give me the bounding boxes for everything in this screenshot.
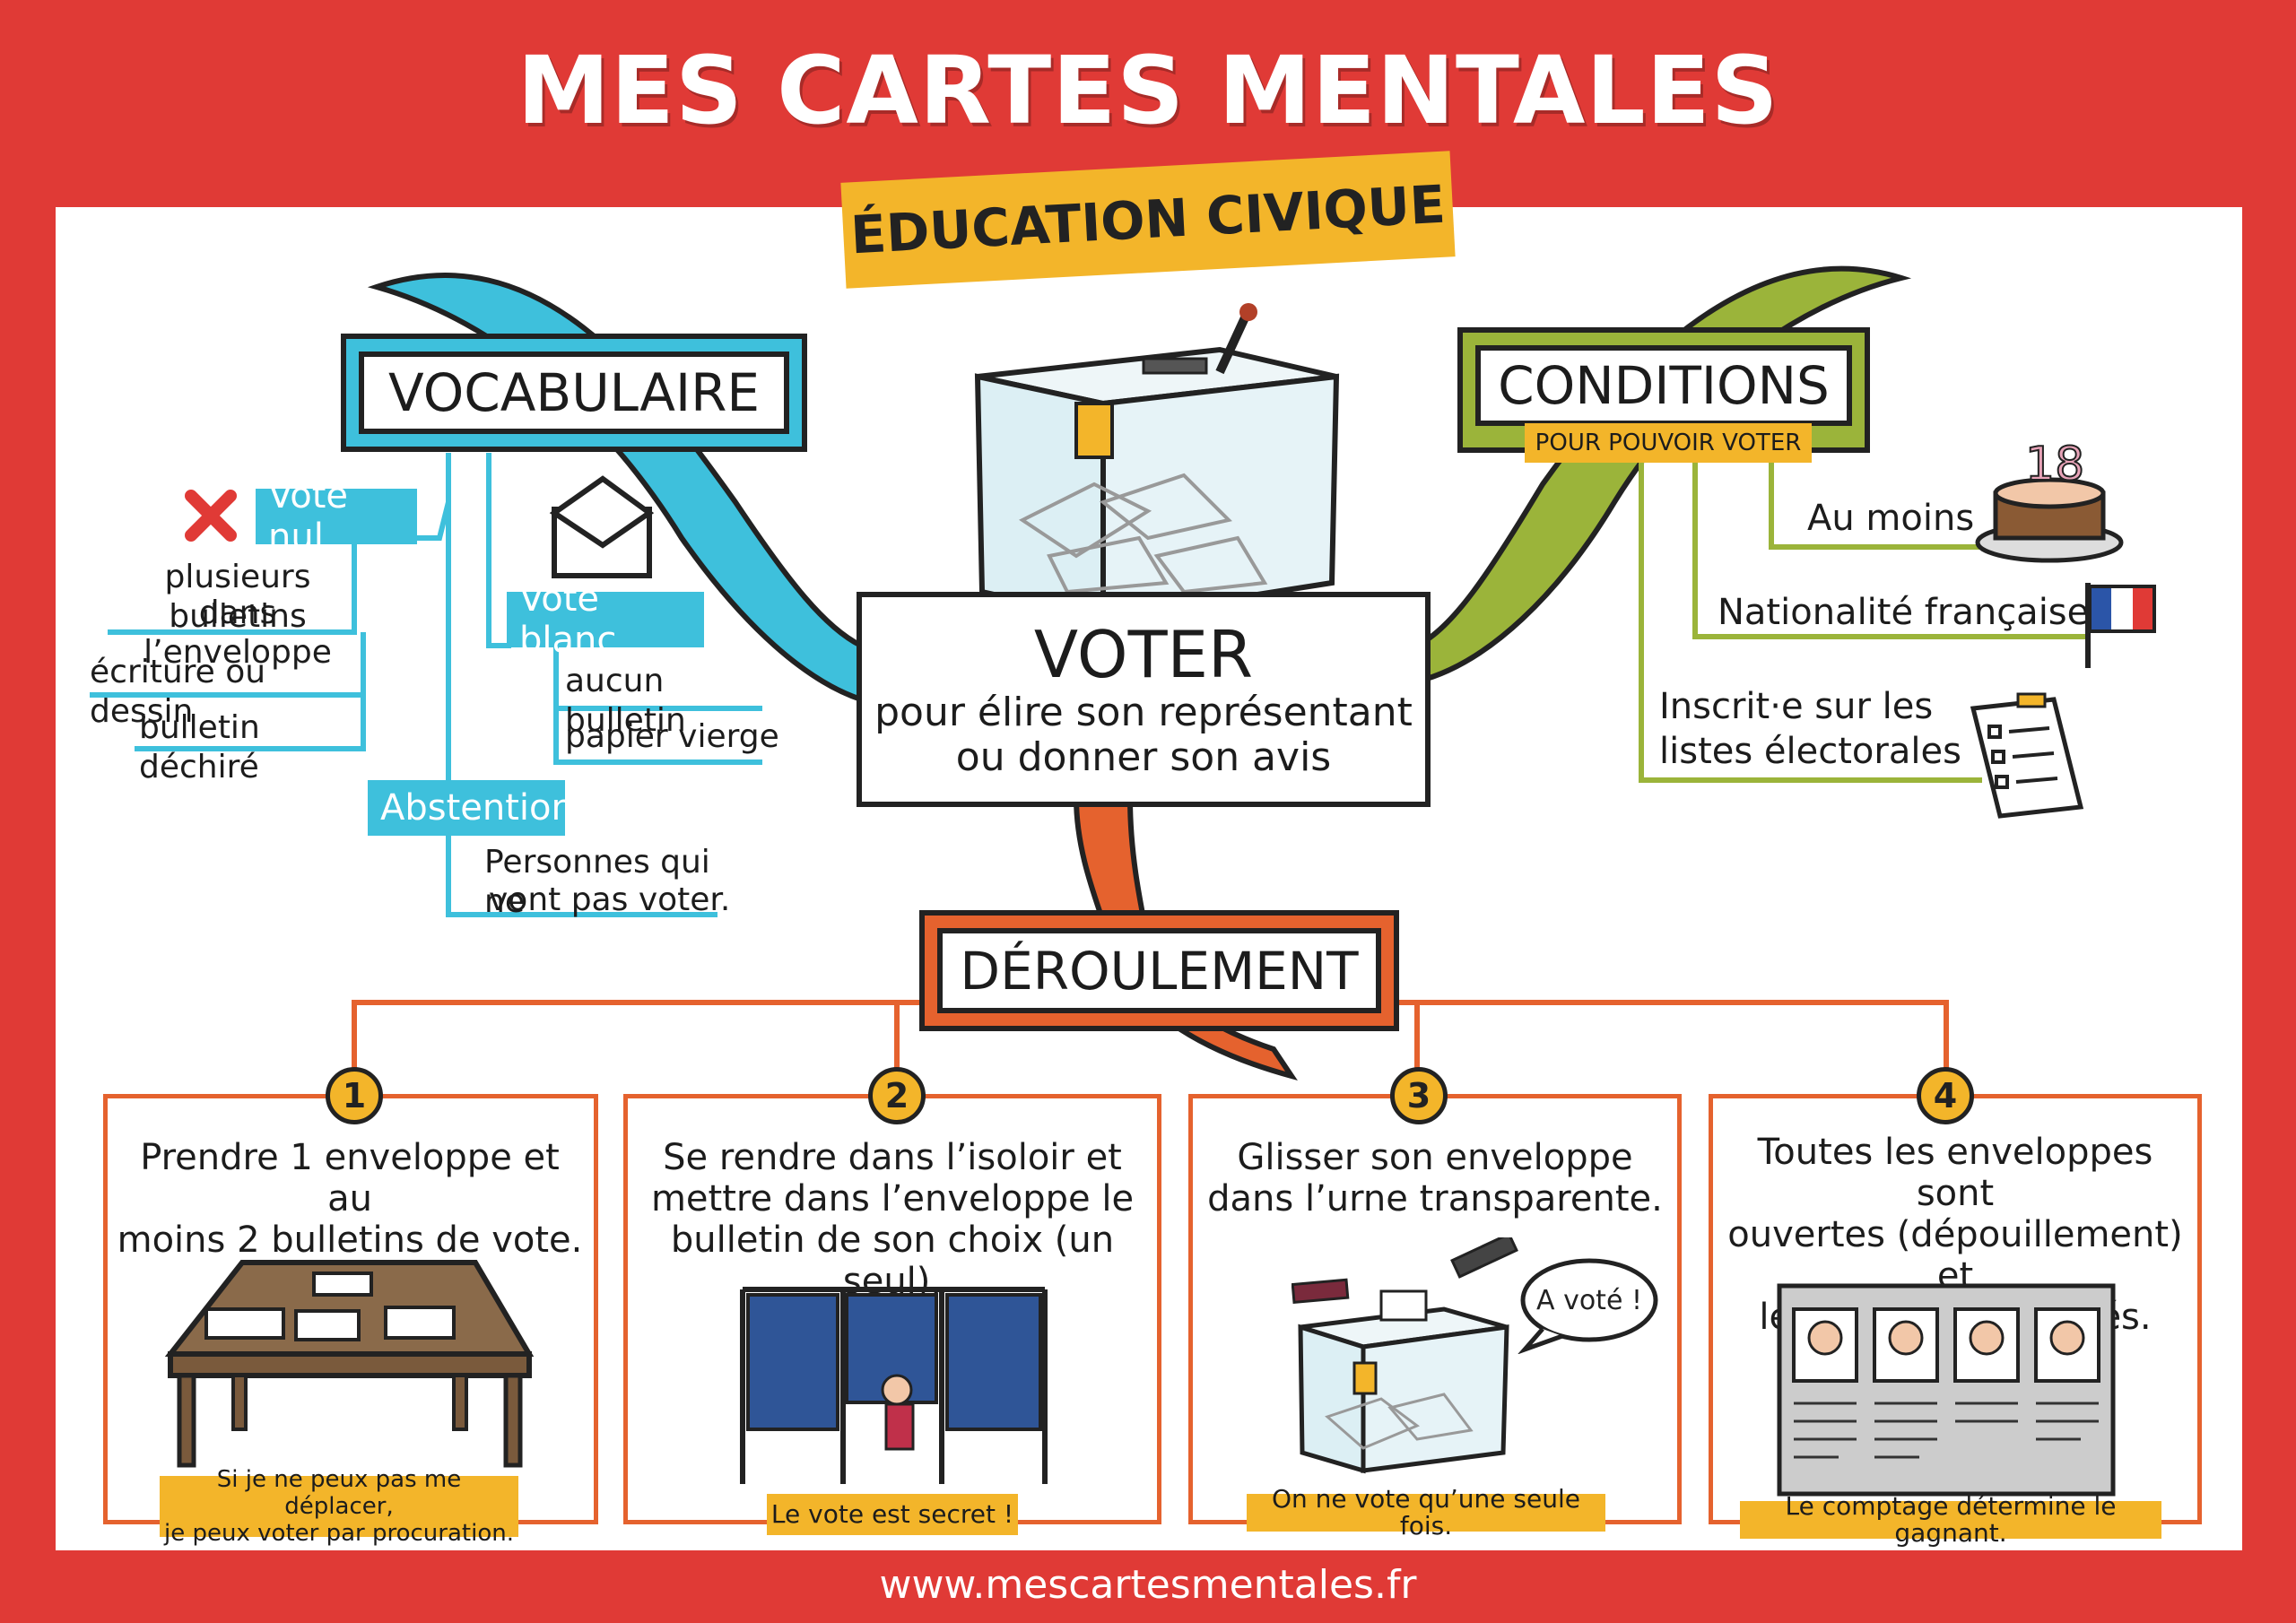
step-number: 1 (326, 1067, 383, 1124)
step-line: ouvertes (dépouillement) et (1727, 1214, 2183, 1297)
center-line-1: pour élire son représentant (874, 690, 1413, 735)
vote-blanc-item: aucun bulletin (565, 663, 686, 739)
step-text: Se rendre dans l’isoloir et mettre dans … (637, 1137, 1148, 1302)
step-line: Toutes les enveloppes sont (1757, 1132, 2153, 1214)
vote-nul-item: dans l’enveloppe (144, 595, 332, 671)
step-note: Si je ne peux pas me déplacer, je peux v… (160, 1466, 518, 1547)
step-note-line: je peux voter par procuration. (164, 1520, 514, 1547)
checklist-icon (1970, 692, 2084, 819)
cross-icon (185, 490, 237, 542)
step-note: Le vote est secret ! (767, 1494, 1018, 1535)
step-line: dans l’urne transparente. (1207, 1178, 1663, 1219)
condition-registered-2: listes électorales (1659, 731, 1961, 772)
footer-url[interactable]: www.mescartesmentales.fr (879, 1562, 1417, 1608)
condition-registered-1: Inscrit·e sur les (1659, 686, 1934, 727)
envelope-icon (549, 475, 655, 578)
table-icon (164, 1260, 535, 1468)
ballot-box-icon (974, 303, 1340, 622)
vote-nul-label: Vote nul (256, 475, 417, 558)
conditions-subheading: POUR POUVOIR VOTER (1525, 423, 1812, 463)
abstention-label: Abstention (368, 780, 574, 836)
birthday-cake-icon: 18 (1975, 437, 2124, 563)
bubble-text: A voté ! (1536, 1285, 1642, 1316)
vocabulaire-heading: VOCABULAIRE (359, 352, 789, 434)
vote-nul-item: écriture ou dessin (90, 654, 266, 730)
abstention-line: vont pas voter. (489, 881, 731, 918)
step-note-line: Si je ne peux pas me déplacer, (216, 1466, 462, 1520)
vote-nul-item: plusieurs bulletins (164, 559, 311, 635)
step-line: mettre dans l’enveloppe le (650, 1178, 1135, 1219)
step-note: On ne vote qu’une seule fois. (1247, 1486, 1605, 1540)
step-line: Prendre 1 enveloppe et au (140, 1137, 560, 1219)
cake-number: 18 (2025, 438, 2084, 491)
center-title: VOTER (1033, 617, 1254, 692)
step-number: 2 (868, 1067, 926, 1124)
vote-count-board-icon (1777, 1283, 2116, 1497)
page-title: MES CARTES MENTALES (517, 36, 1779, 145)
french-flag-icon (2085, 583, 2156, 668)
vote-blanc-item: papier vierge (565, 718, 779, 755)
step-line: Glisser son enveloppe (1237, 1137, 1633, 1178)
step-note: Le comptage détermine le gagnant. (1740, 1493, 2161, 1547)
step-number: 4 (1917, 1067, 1974, 1124)
abstention-line: Personnes qui ne (484, 844, 710, 920)
vote-blanc-label: Vote blanc (507, 578, 704, 661)
step-text: Prendre 1 enveloppe et au moins 2 bullet… (117, 1137, 583, 1261)
step-line: moins 2 bulletins de vote. (117, 1219, 583, 1261)
step-number: 3 (1390, 1067, 1448, 1124)
center-line-2: ou donner son avis (955, 734, 1332, 780)
condition-nationality: Nationalité française (1718, 592, 2090, 633)
vote-nul-item: bulletin déchiré (139, 709, 260, 785)
deroulement-heading: DÉROULEMENT (937, 928, 1381, 1013)
voting-booth-icon (740, 1287, 1048, 1484)
conditions-heading: CONDITIONS (1475, 345, 1852, 426)
speech-bubble: A voté ! (1518, 1258, 1658, 1354)
condition-age: Au moins (1807, 498, 1975, 539)
step-line: Se rendre dans l’isoloir et (663, 1137, 1122, 1178)
ballot-box-icon (1292, 1237, 1518, 1474)
step-text: Glisser son enveloppe dans l’urne transp… (1202, 1137, 1668, 1219)
center-voter-box: VOTER pour élire son représentant ou don… (857, 592, 1431, 807)
